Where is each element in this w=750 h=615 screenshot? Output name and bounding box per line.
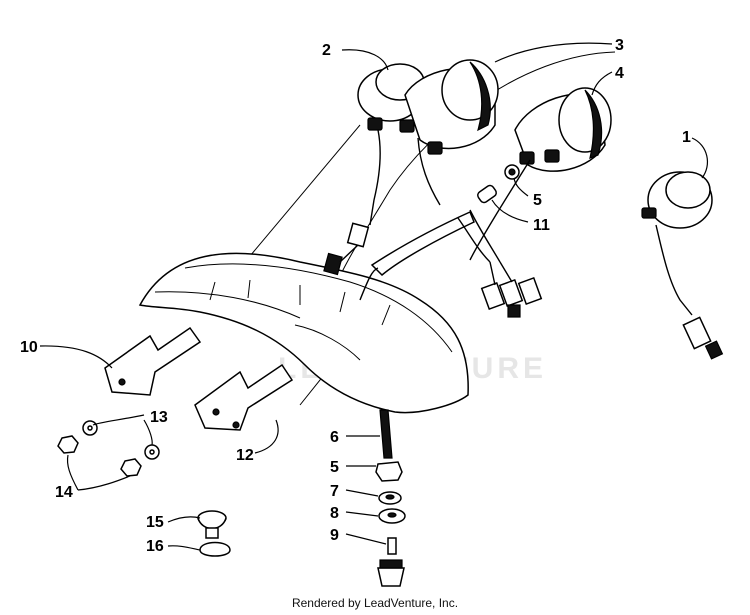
callout-6: 6 <box>330 429 339 446</box>
gauge-1 <box>641 171 724 360</box>
callout-3: 3 <box>615 37 624 54</box>
callout-2: 2 <box>322 42 331 59</box>
gauge-3 <box>399 59 499 206</box>
callout-4: 4 <box>615 65 624 82</box>
callout-9: 9 <box>330 527 339 544</box>
callout-13: 13 <box>150 409 168 426</box>
callout-15: 15 <box>146 514 164 531</box>
callout-5-lower: 5 <box>330 459 339 476</box>
callout-12: 12 <box>236 447 254 464</box>
connector-group <box>480 261 543 318</box>
wire-harness <box>359 209 501 301</box>
bracket-12 <box>194 363 294 431</box>
gauge-4 <box>469 87 612 261</box>
callout-1: 1 <box>682 129 691 146</box>
callout-7: 7 <box>330 483 339 500</box>
callout-10: 10 <box>20 339 38 356</box>
holder-15-16 <box>197 510 231 557</box>
callout-numbers: 2 3 4 1 5 11 10 13 12 14 15 16 6 5 7 8 9 <box>20 37 691 555</box>
bracket-10 <box>104 326 202 396</box>
hardware-13-14 <box>57 420 160 477</box>
socket-5-upper <box>477 164 520 204</box>
callout-8: 8 <box>330 505 339 522</box>
dash-panel <box>138 252 469 414</box>
leader-lines <box>39 42 709 551</box>
gauge-2 <box>323 63 425 276</box>
callout-5-upper: 5 <box>533 192 542 209</box>
callout-16: 16 <box>146 538 164 555</box>
speedo-cable-stack <box>375 409 406 587</box>
callout-14: 14 <box>55 484 73 501</box>
credit-text: Rendered by LeadVenture, Inc. <box>291 596 459 610</box>
callout-11: 11 <box>533 217 550 234</box>
